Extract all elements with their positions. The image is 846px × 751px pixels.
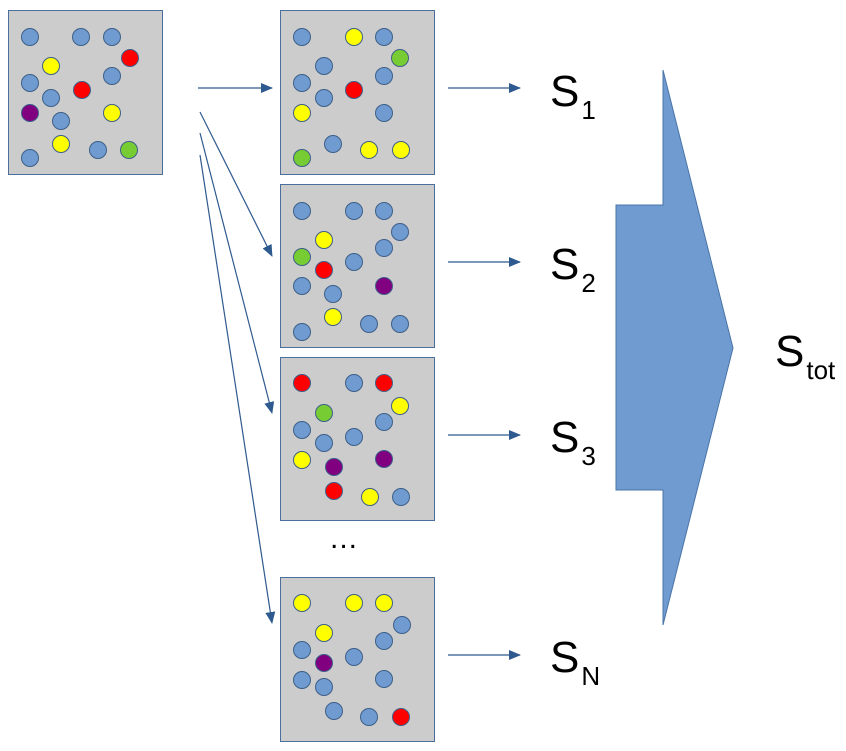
blue-ball	[391, 315, 409, 333]
arrow-source-to-3	[199, 132, 275, 414]
blue-ball	[42, 89, 60, 107]
red-ball	[315, 261, 333, 279]
blue-ball	[375, 104, 393, 122]
blue-ball	[375, 413, 393, 431]
sample-box-N	[280, 577, 435, 742]
blue-ball	[89, 141, 107, 159]
blue-ball	[293, 323, 311, 341]
label-s1: S1	[550, 67, 596, 125]
purple-ball	[21, 104, 39, 122]
blue-ball	[375, 632, 393, 650]
blue-ball	[293, 74, 311, 92]
red-ball	[345, 81, 363, 99]
yellow-ball	[345, 594, 363, 612]
yellow-ball	[315, 231, 333, 249]
yellow-ball	[103, 104, 121, 122]
arrow-source-to-N	[199, 154, 276, 624]
blue-ball	[315, 678, 333, 696]
yellow-ball	[391, 397, 409, 415]
red-ball	[73, 81, 91, 99]
label-sN: SN	[550, 633, 601, 691]
red-ball	[392, 708, 410, 726]
sample-box-3	[280, 357, 435, 521]
red-ball	[375, 374, 393, 392]
arrow-source-to-2	[199, 111, 273, 257]
green-ball	[120, 141, 138, 159]
blue-ball	[21, 74, 39, 92]
blue-ball	[360, 315, 378, 333]
yellow-ball	[293, 451, 311, 469]
blue-ball	[103, 28, 121, 46]
blue-ball	[375, 202, 393, 220]
blue-ball	[324, 135, 342, 153]
red-ball	[325, 482, 343, 500]
red-ball	[293, 374, 311, 392]
red-ball	[121, 49, 139, 67]
blue-ball	[325, 702, 343, 720]
yellow-ball	[392, 141, 410, 159]
blue-ball	[345, 202, 363, 220]
blue-ball	[393, 616, 411, 634]
sample-box-2	[280, 184, 435, 348]
label-s2: S2	[550, 240, 596, 298]
source-box	[8, 10, 163, 175]
yellow-ball	[360, 141, 378, 159]
blue-ball	[21, 149, 39, 167]
yellow-ball	[315, 624, 333, 642]
label-s3: S3	[550, 413, 596, 471]
blue-ball	[345, 253, 363, 271]
blue-ball	[324, 285, 342, 303]
blue-ball	[315, 89, 333, 107]
blue-ball	[52, 112, 70, 130]
yellow-ball	[293, 594, 311, 612]
blue-ball	[375, 670, 393, 688]
blue-ball	[293, 202, 311, 220]
blue-ball	[293, 641, 311, 659]
ellipsis: ...	[330, 522, 359, 555]
blue-ball	[375, 28, 393, 46]
yellow-ball	[345, 28, 363, 46]
green-ball	[391, 49, 409, 67]
purple-ball	[325, 458, 343, 476]
blue-ball	[315, 57, 333, 75]
yellow-ball	[375, 594, 393, 612]
blue-ball	[293, 28, 311, 46]
blue-ball	[315, 434, 333, 452]
green-ball	[315, 404, 333, 422]
yellow-ball	[52, 135, 70, 153]
blue-ball	[293, 277, 311, 295]
blue-ball	[392, 488, 410, 506]
purple-ball	[315, 654, 333, 672]
purple-ball	[375, 277, 393, 295]
purple-ball	[375, 450, 393, 468]
blue-ball	[391, 223, 409, 241]
blue-ball	[293, 421, 311, 439]
blue-ball	[345, 648, 363, 666]
yellow-ball	[42, 57, 60, 75]
label-stot: Stot	[775, 327, 836, 385]
blue-ball	[375, 67, 393, 85]
yellow-ball	[324, 308, 342, 326]
summation-arrow	[615, 69, 734, 626]
yellow-ball	[361, 488, 379, 506]
blue-ball	[293, 671, 311, 689]
blue-ball	[72, 28, 90, 46]
yellow-ball	[293, 104, 311, 122]
sample-box-1	[280, 10, 435, 175]
blue-ball	[345, 428, 363, 446]
green-ball	[293, 248, 311, 266]
blue-ball	[345, 374, 363, 392]
green-ball	[293, 149, 311, 167]
blue-ball	[103, 67, 121, 85]
blue-ball	[375, 239, 393, 257]
blue-ball	[360, 708, 378, 726]
blue-ball	[21, 28, 39, 46]
